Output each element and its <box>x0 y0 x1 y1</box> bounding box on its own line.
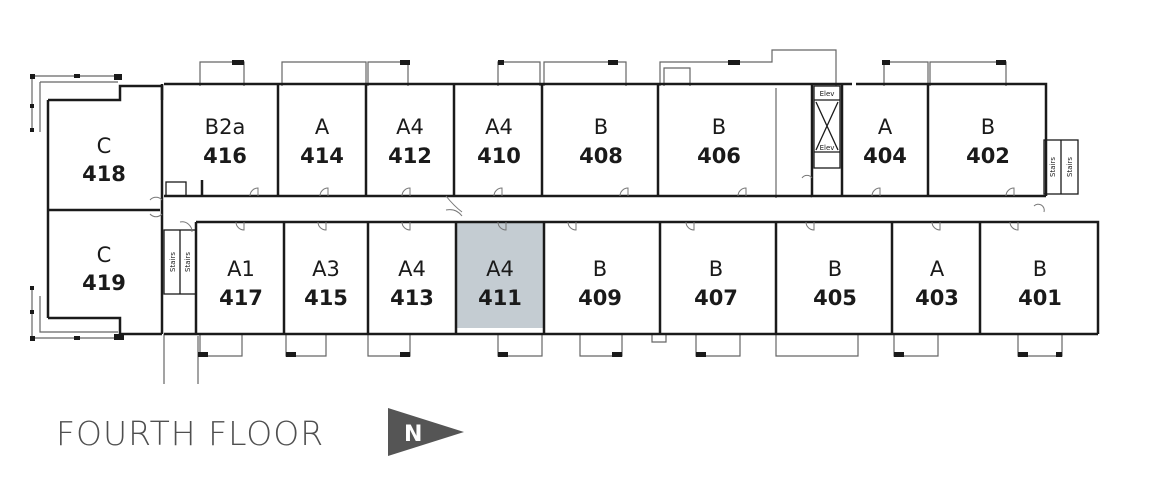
unit-type-label: A4 <box>485 115 513 139</box>
post-markers <box>30 60 1062 357</box>
door-swings <box>149 174 1045 233</box>
unit-409[interactable]: B 409 <box>578 257 622 310</box>
stairs-label-west-a: Stairs <box>169 252 177 272</box>
north-arrow-icon: N <box>388 408 464 456</box>
unit-number-label: 402 <box>966 144 1010 168</box>
unit-number-label: 411 <box>478 286 522 310</box>
unit-number-label: 408 <box>579 144 623 168</box>
unit-410[interactable]: A4 410 <box>477 115 521 168</box>
unit-407[interactable]: B 407 <box>694 257 738 310</box>
unit-number-label: 418 <box>82 162 126 186</box>
unit-412[interactable]: A4 412 <box>388 115 432 168</box>
unit-411-highlight <box>456 222 544 328</box>
unit-417[interactable]: A1 417 <box>219 257 263 310</box>
north-label: N <box>404 422 422 447</box>
unit-number-label: 409 <box>578 286 622 310</box>
unit-403[interactable]: A 403 <box>915 257 959 310</box>
unit-419[interactable]: C 419 <box>82 243 126 295</box>
stairs-label-east-a: Stairs <box>1049 157 1057 177</box>
unit-type-label: A <box>315 115 330 139</box>
stairs-label-west-b: Stairs <box>184 252 192 272</box>
unit-type-label: A4 <box>398 257 426 281</box>
unit-number-label: 410 <box>477 144 521 168</box>
unit-number-label: 414 <box>300 144 344 168</box>
unit-number-label: 403 <box>915 286 959 310</box>
unit-number-label: 406 <box>697 144 741 168</box>
unit-number-label: 412 <box>388 144 432 168</box>
unit-413[interactable]: A4 413 <box>390 257 434 310</box>
unit-number-label: 404 <box>863 144 907 168</box>
unit-type-label: B <box>981 115 995 139</box>
floor-plan: C 418 B2a 416 A 414 A4 412 A4 410 B 408 … <box>30 49 1100 384</box>
unit-type-label: B <box>828 257 842 281</box>
unit-type-label: B <box>593 257 607 281</box>
unit-416[interactable]: B2a 416 <box>203 115 247 168</box>
unit-401[interactable]: B 401 <box>1018 257 1062 310</box>
unit-number-label: 415 <box>304 286 348 310</box>
unit-405[interactable]: B 405 <box>813 257 857 310</box>
unit-type-label: A3 <box>312 257 340 281</box>
unit-number-label: 419 <box>82 271 126 295</box>
unit-type-label: B <box>709 257 723 281</box>
unit-number-label: 405 <box>813 286 857 310</box>
unit-number-label: 416 <box>203 144 247 168</box>
elevator-label-top: Elev <box>820 90 835 98</box>
unit-402[interactable]: B 402 <box>966 115 1010 168</box>
unit-number-label: 417 <box>219 286 263 310</box>
unit-type-label: B2a <box>205 115 246 139</box>
unit-406[interactable]: B 406 <box>697 115 741 168</box>
unit-type-label: A4 <box>486 257 514 281</box>
unit-number-label: 413 <box>390 286 434 310</box>
unit-type-label: A <box>930 257 945 281</box>
balconies <box>31 49 1063 384</box>
unit-type-label: A4 <box>396 115 424 139</box>
unit-411[interactable]: A4 411 <box>478 257 522 310</box>
unit-414[interactable]: A 414 <box>300 115 344 168</box>
unit-type-label: C <box>97 243 112 267</box>
unit-number-label: 401 <box>1018 286 1062 310</box>
unit-415[interactable]: A3 415 <box>304 257 348 310</box>
unit-type-label: A <box>878 115 893 139</box>
unit-type-label: B <box>594 115 608 139</box>
unit-408[interactable]: B 408 <box>579 115 623 168</box>
service-rooms <box>163 85 1079 295</box>
unit-type-label: C <box>97 134 112 158</box>
unit-type-label: B <box>712 115 726 139</box>
unit-type-label: B <box>1033 257 1047 281</box>
unit-number-label: 407 <box>694 286 738 310</box>
stairs-label-east-b: Stairs <box>1066 157 1074 177</box>
unit-418[interactable]: C 418 <box>82 134 126 186</box>
unit-type-label: A1 <box>227 257 255 281</box>
floor-title: FOURTH FLOOR <box>56 414 325 453</box>
unit-404[interactable]: A 404 <box>863 115 907 168</box>
elevator-label-bottom: Elev <box>820 144 835 152</box>
